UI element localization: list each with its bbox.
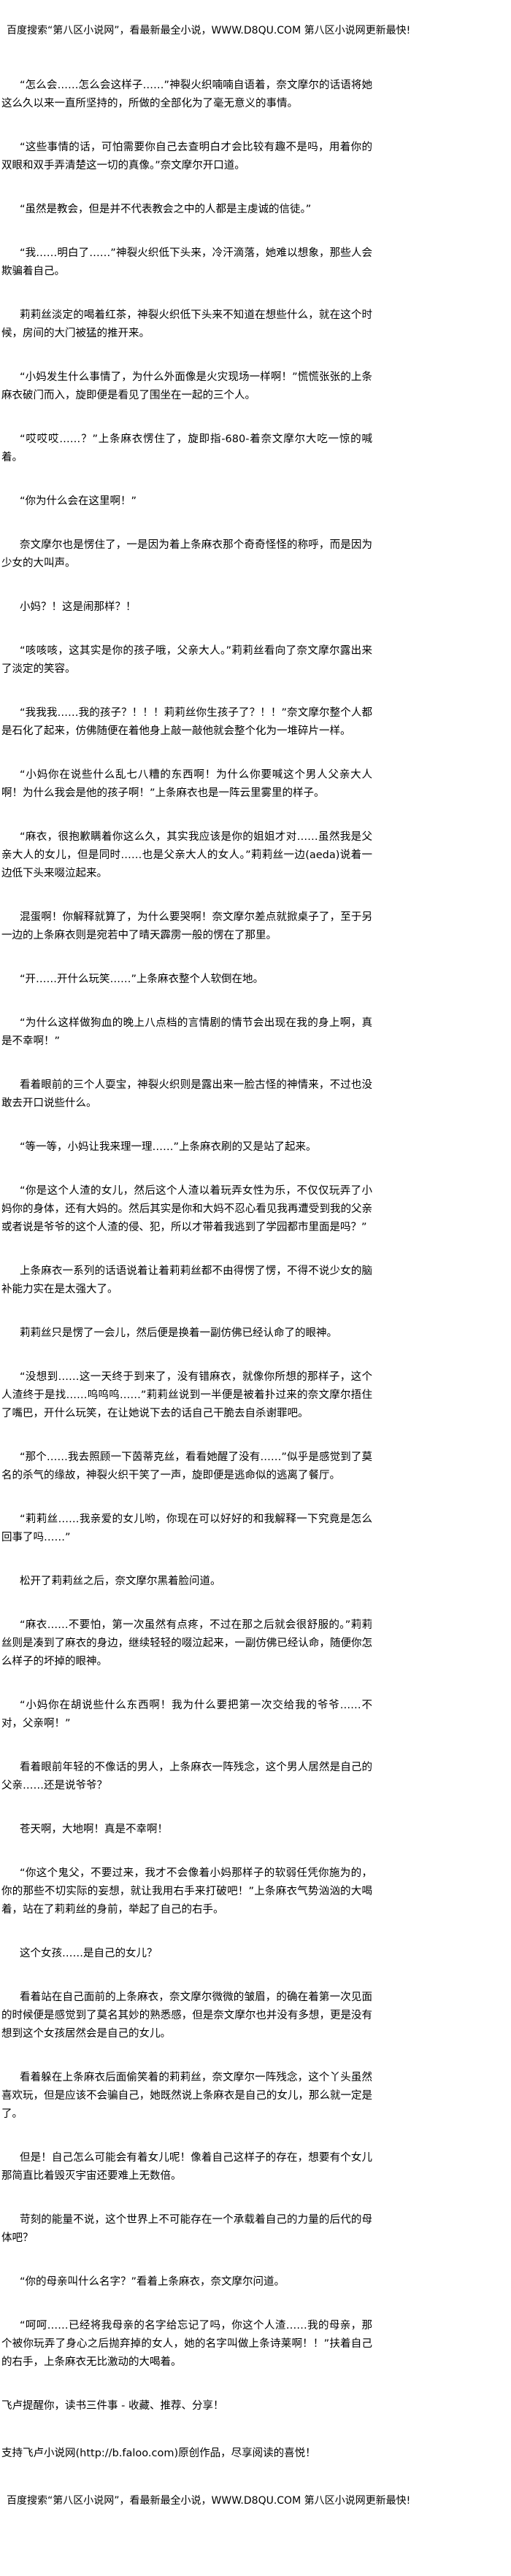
paragraph: “虽然是教会，但是并不代表教会之中的人都是主虔诚的信徒。” [20,204,312,215]
paragraph: “麻衣，很抱歉瞒着你这么久，其实我应该是你的姐姐才对……虽然我是父亲大人的女儿，… [1,831,372,879]
footer-reminder: 飞卢提醒你，读书三件事 - 收藏、推荐、分享！ [1,2400,224,2412]
paragraph: 松开了莉莉丝之后，奈文摩尔黑着脸问道。 [20,1576,221,1587]
paragraph: “咳咳咳，这其实是你的孩子哦，父亲大人。”莉莉丝看向了奈文摩尔露出来了淡定的笑容… [1,645,372,675]
paragraph: “怎么会……怎么会这样子……”神裂火织喃喃自语着，奈文摩尔的话语将她这么久以来一… [1,80,372,109]
paragraph: 莉莉丝只是愣了一会儿，然后便是换着一副仿佛已经认命了的眼神。 [20,1327,337,1339]
paragraph: “你为什么会在这里啊！” [20,495,137,507]
paragraph: 混蛋啊！你解释就算了，为什么要哭啊！奈文摩尔差点就掀桌子了，至于另一边的上条麻衣… [1,911,372,941]
paragraph: 看着躲在上条麻衣后面偷笑着的莉莉丝，奈文摩尔一阵残念，这个丫头虽然喜欢玩，但是应… [1,2072,372,2120]
paragraph: 看着眼前年轻的不像话的男人，上条麻衣一阵残念，这个男人居然是自己的父亲……还是说… [1,1762,372,1792]
paragraph: 苍天啊，大地啊！真是不幸啊！ [20,1824,168,1835]
paragraph: “麻衣……不要怕，第一次虽然有点疼，不过在那之后就会很舒服的。”莉莉丝则是凑到了… [1,1619,372,1667]
paragraph: “呵呵……已经将我母亲的名字给忘记了吗，你这个人渣……我的母亲，那个被你玩弄了身… [1,2320,372,2368]
paragraph: 看着眼前的三个人耍宝，神裂火织则是露出来一脸古怪的神情来，不过也没敢去开口说些什… [1,1079,372,1109]
paragraph: “没想到……这一天终于到来了，没有错麻衣，就像你所想的那样子，这个人渣终于是找…… [1,1371,372,1419]
paragraph: “小妈发生什么事情了，为什么外面像是火灾现场一样啊！”慌慌张张的上条麻衣破门而入… [1,371,372,401]
paragraph: “你是这个人渣的女儿，然后这个人渣以着玩弄女性为乐，不仅仅玩弄了小妈你的身体，还… [1,1185,372,1233]
paragraph: “开……开什么玩笑……”上条麻衣整个人软倒在地。 [20,973,264,985]
paragraph: “我……明白了……”神裂火织低下头来，冷汗滴落，她难以想象，那些人会欺骗着自己。 [1,247,372,277]
paragraph: “等一等，小妈让我来理一理……”上条麻衣刷的又是站了起来。 [20,1141,317,1153]
paragraph: 苛刻的能量不说，这个世界上不可能存在一个承载着自己的力量的后代的母体吧？ [1,2214,372,2244]
ad-banner-bottom[interactable]: 百度搜索“第八区小说网”，看最新最全小说，WWW.D8QU.COM 第八区小说网… [7,2495,411,2507]
paragraph: “莉莉丝……我亲爱的女儿哟，你现在可以好好的和我解释一下究竟是怎么回事了吗……” [1,1513,372,1543]
paragraph: 小妈？！这是闹那样？！ [20,601,137,613]
paragraph: “小妈你在胡说些什么东西啊！我为什么要把第一次交给我的爷爷……不对，父亲啊！” [1,1700,372,1729]
paragraph: “你这个鬼父，不要过来，我才不会像着小妈那样子的软弱任凭你施为的，你的那些不切实… [1,1867,372,1916]
paragraph: 但是！自己怎么可能会有着女儿呢！像着自己这样子的存在，想要有个女儿那简直比着毁灭… [1,2152,372,2182]
paragraph: “那个……我去照顾一下茵蒂克丝，看看她醒了没有……”似乎是感觉到了莫名的杀气的缘… [1,1451,372,1481]
paragraph: 上条麻衣一系列的话语说着让着莉莉丝都不由得愣了愣，不得不说少女的脑补能力实在是太… [1,1265,372,1295]
chapter-content: “怎么会……怎么会这样子……”神裂火织喃喃自语着，奈文摩尔的话语将她这么久以来一… [0,77,372,2372]
footer-support-link[interactable]: 支持飞卢小说网(http://b.faloo.com)原创作品，尽享阅读的喜悦！ [1,2448,316,2459]
paragraph: 这个女孩……是自己的女儿？ [20,1948,158,1959]
paragraph: “你的母亲叫什么名字？”看着上条麻衣，奈文摩尔问道。 [20,2276,285,2288]
paragraph: “哎哎哎……？”上条麻衣愣住了，旋即指-680-着奈文摩尔大吃一惊的喊着。 [1,433,372,463]
paragraph: “为什么这样做狗血的晚上八点档的言情剧的情节会出现在我的身上啊，真是不幸啊！” [1,1017,372,1047]
paragraph: 看着站在自己面前的上条麻衣，奈文摩尔微微的皱眉，的确在着第一次见面的时候便是感觉… [1,1991,372,2040]
paragraph: 莉莉丝淡定的喝着红茶，神裂火织低下头来不知道在想些什么，就在这个时候，房间的大门… [1,309,372,339]
paragraph: “小妈你在说些什么乱七八糟的东西啊！为什么你要喊这个男人父亲大人啊！为什么我会是… [1,769,372,799]
paragraph: “我我我……我的孩子？！！！莉莉丝你生孩子了？！！”奈文摩尔整个人都是石化了起来… [1,707,372,737]
paragraph: 奈文摩尔也是愣住了，一是因为着上条麻衣那个奇奇怪怪的称呼，而是因为少女的大叫声。 [1,539,372,569]
paragraph: “这些事情的话，可怕需要你自己去查明白才会比较有趣不是吗，用着你的双眼和双手弄清… [1,142,372,171]
ad-banner-top[interactable]: 百度搜索“第八区小说网”，看最新最全小说，WWW.D8QU.COM 第八区小说网… [7,25,411,36]
